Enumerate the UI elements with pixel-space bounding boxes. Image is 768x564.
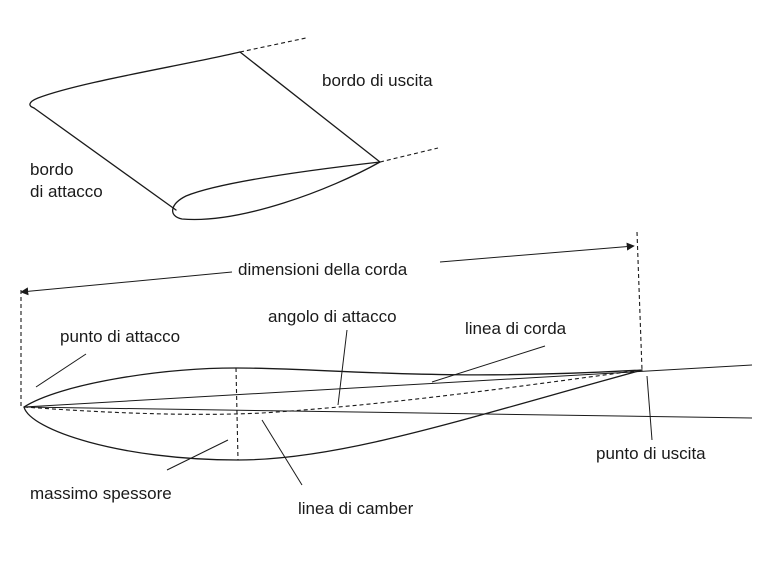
airfoil-profile [23,364,753,461]
label-leading-edge-line1: bordo [30,160,74,179]
label-leading-edge-line2: di attacco [30,182,103,201]
wing-span-continuation-lower [379,147,439,163]
leader-trailing-point [646,375,653,441]
airfoil-upper-surface [23,367,643,408]
label-trailing-point: punto di uscita [596,444,706,463]
wing-tip-profile [172,161,381,221]
wing-lower-leading-edge [33,107,177,211]
wing-span-continuation-upper [239,37,307,53]
wing-section [29,37,439,221]
airfoil-lower-surface [23,369,643,461]
label-camber-line: linea di camber [298,499,414,518]
leader-camber-line [261,419,303,486]
chord-line [23,364,753,408]
label-trailing-edge: bordo di uscita [322,71,433,90]
relative-wind-line [23,406,753,419]
label-leading-point: punto di attacco [60,327,181,346]
wing-upper-surface [29,51,241,109]
label-chord-dimensions: dimensioni della corda [238,260,408,279]
leader-lines [35,329,653,486]
leader-chord-line [431,345,546,383]
chord-arrow-right [439,242,635,263]
leader-leading-point [35,353,87,388]
label-angle-of-attack: angolo di attacco [268,307,397,326]
chord-dimension [20,231,643,406]
chord-arrow-left [20,271,233,296]
label-max-thickness: massimo spessore [30,484,172,503]
wing-trailing-edge [239,51,381,163]
label-chord-line: linea di corda [465,319,567,338]
leader-max-thickness [166,439,229,471]
leader-angle-of-attack [337,329,348,406]
max-thickness-line [235,367,239,461]
chord-limit-right [636,231,643,371]
